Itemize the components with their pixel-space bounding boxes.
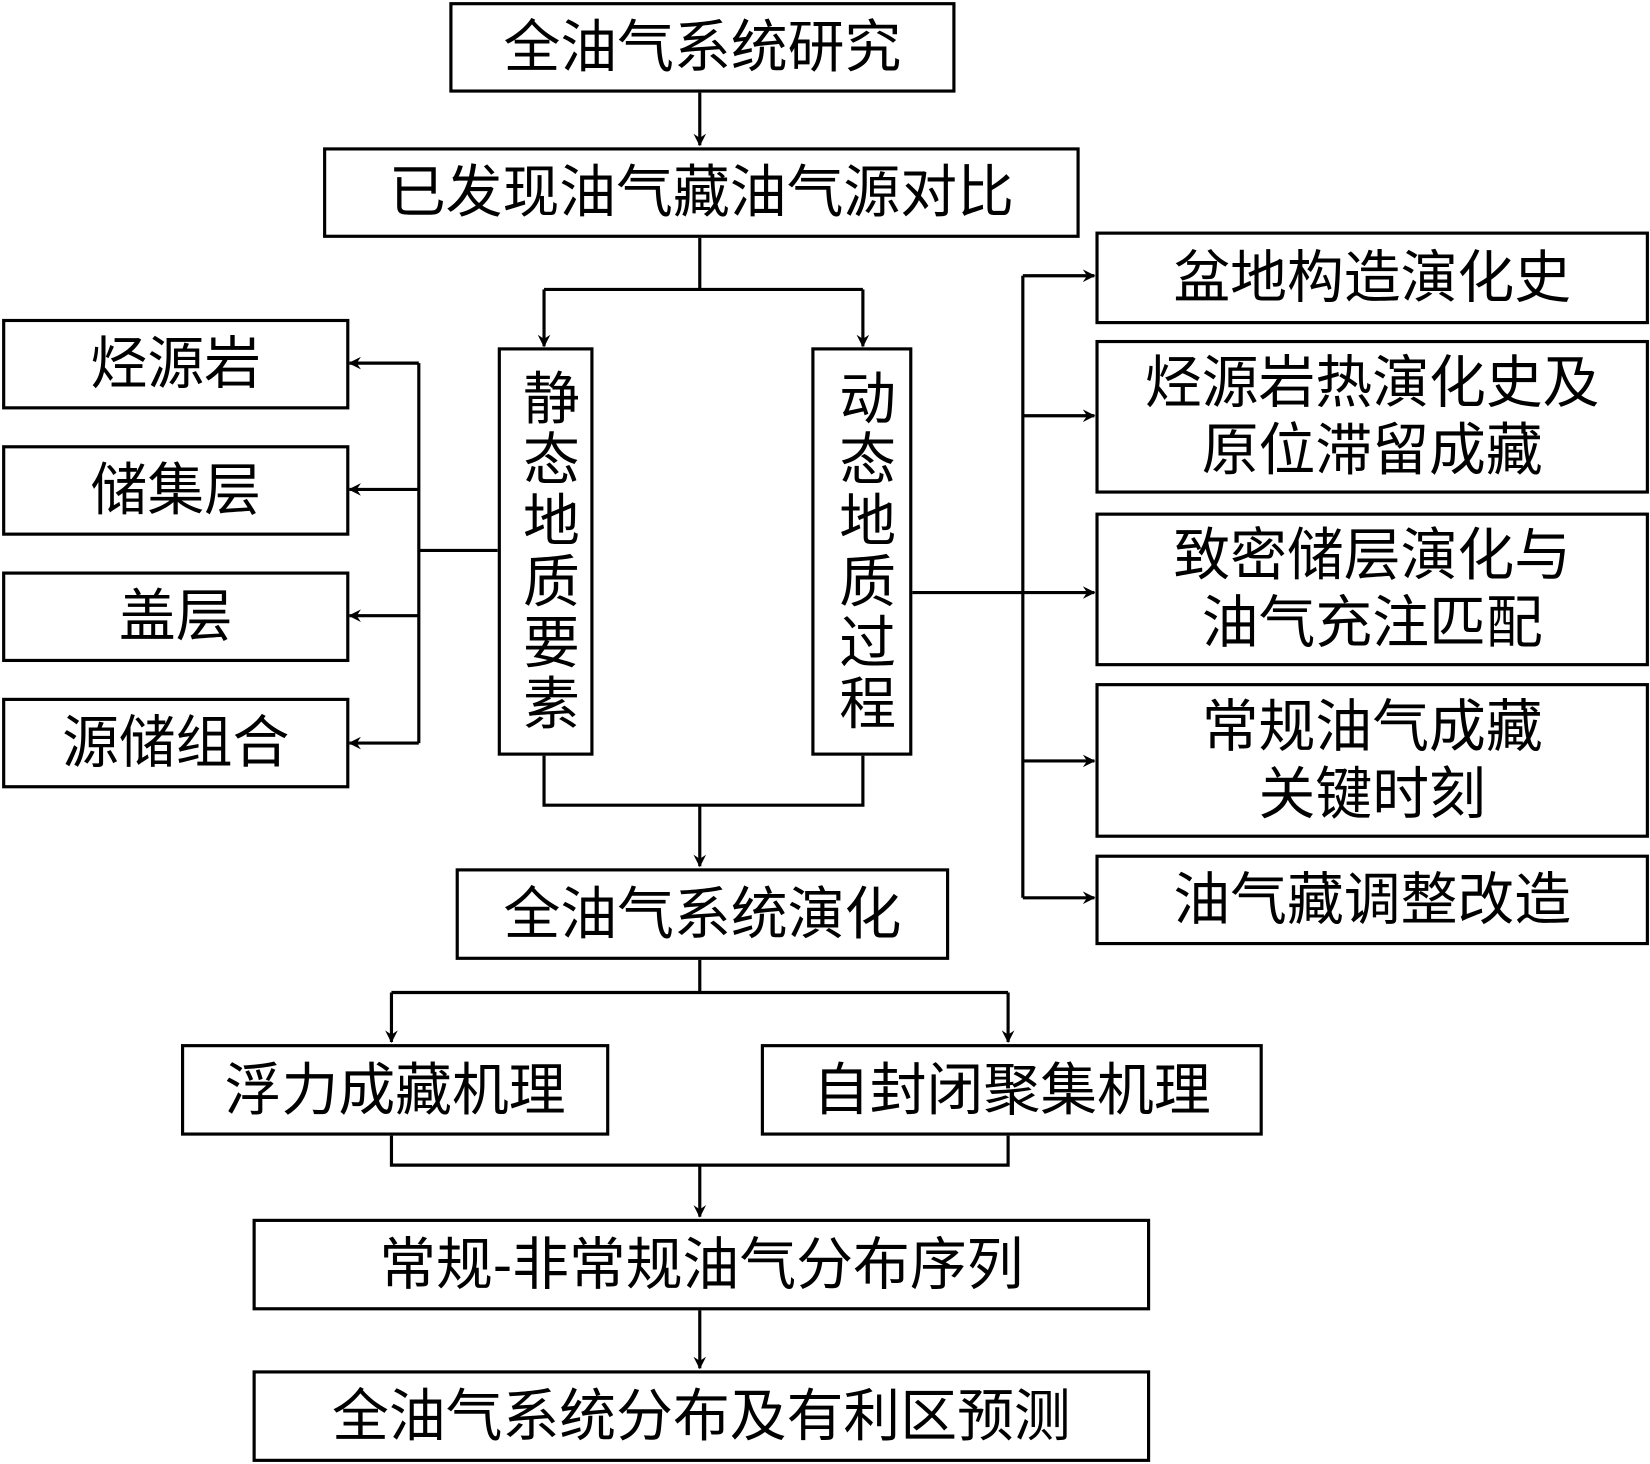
node-dynamic-item: 油气藏调整改造: [1095, 854, 1649, 946]
connector: [542, 754, 865, 807]
node-static-item: 源储组合: [2, 697, 350, 789]
node-source-comparison: 已发现油气藏油气源对比: [323, 147, 1080, 238]
node-dynamic-item: 常规油气成藏 关键时刻: [1095, 683, 1649, 838]
node-top: 全油气系统研究: [449, 2, 956, 93]
node-mechanism: 自封闭聚集机理: [760, 1044, 1263, 1136]
node-static-factors: 静态地质要素: [497, 347, 594, 756]
node-mechanism: 浮力成藏机理: [180, 1044, 610, 1136]
node-dynamic-item: 盆地构造演化史: [1095, 231, 1649, 325]
node-static-item: 盖层: [2, 571, 350, 663]
node-dynamic-processes: 动态地质过程: [811, 347, 913, 756]
node-static-item: 烃源岩: [2, 318, 350, 410]
node-dynamic-item: 致密储层演化与 油气充注匹配: [1095, 512, 1649, 667]
connector: [389, 1134, 1010, 1167]
node-static-item: 储集层: [2, 445, 350, 536]
node-evolution: 全油气系统演化: [455, 868, 950, 960]
node-sequence: 常规-非常规油气分布序列: [252, 1218, 1151, 1311]
node-prediction: 全油气系统分布及有利区预测: [252, 1370, 1151, 1462]
node-dynamic-item: 烃源岩热演化史及 原位滞留成藏: [1095, 339, 1649, 494]
